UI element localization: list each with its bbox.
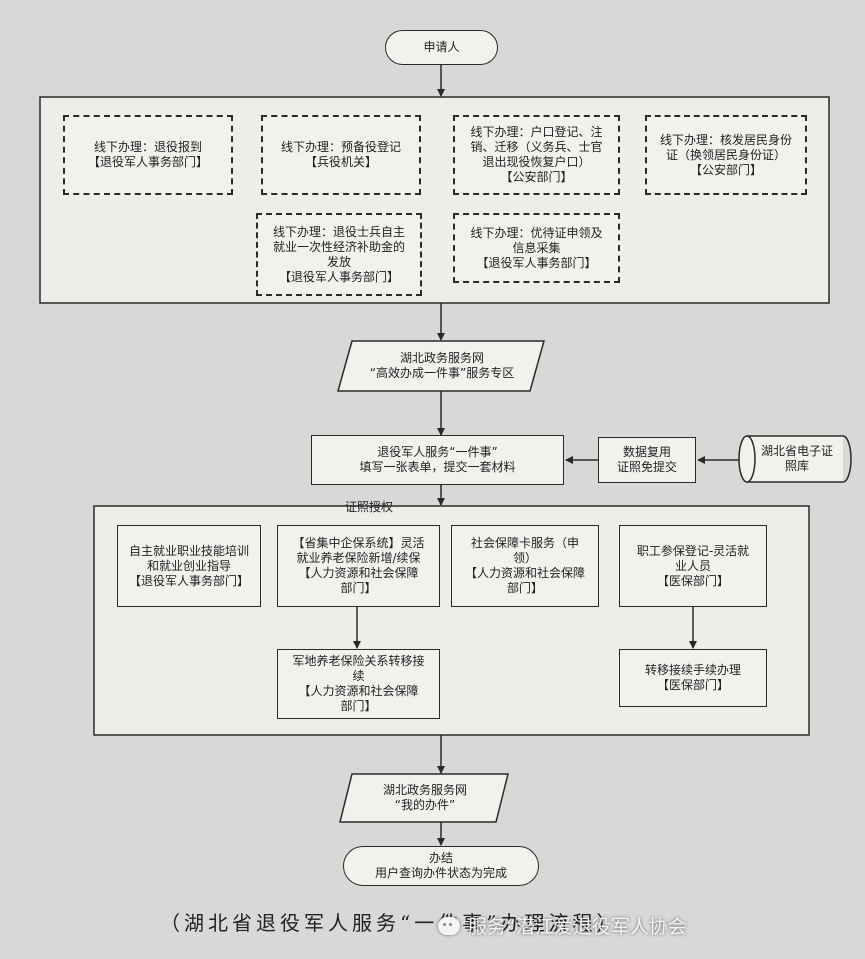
node-line: 【省集中企保系统】灵活: [292, 536, 425, 550]
node-line: 销、迁移（义务兵、士官: [470, 140, 603, 154]
node-line: 退役军人服务“一件事”: [377, 445, 498, 459]
node-line: 数据复用: [622, 445, 671, 459]
node-line: 线下办理：户口登记、注: [470, 125, 603, 139]
node-line: 办结: [428, 851, 453, 865]
edge-label-auth: 证照授权: [345, 500, 394, 514]
node-line: 部门】: [340, 699, 377, 713]
node-line: 【退役军人事务部门】: [476, 255, 597, 270]
node-pension-transfer: 军地养老保险关系转移接续【人力资源和社会保障部门】: [277, 649, 440, 719]
node-line: 填写一张表单，提交一套材料: [359, 460, 516, 474]
node-flexible-pension: 【省集中企保系统】灵活就业养老保险新增/续保【人力资源和社会保障部门】: [277, 525, 440, 607]
node-line: 【公安部门】: [689, 162, 762, 177]
watermark-text: 服务“潜江爱退役军人协会: [468, 916, 687, 938]
node-offline-subsidy: 线下办理：退役士兵自主就业一次性经济补助金的发放【退役军人事务部门】: [256, 213, 422, 296]
node-line: 线下办理：退役士兵自主: [272, 224, 405, 239]
wechat-watermark: 服务“潜江爱退役军人协会: [438, 912, 687, 939]
node-line: 领）: [512, 551, 537, 565]
node-line: 证照免提交: [616, 460, 677, 474]
node-line: 自主就业职业技能培训: [128, 543, 249, 558]
node-line: 部门】: [340, 581, 377, 595]
node-line: 部门】: [506, 581, 543, 595]
node-line: 信息采集: [512, 240, 561, 255]
portal-zone-shape: [337, 340, 545, 392]
node-line: 【退役军人事务部门】: [87, 155, 208, 169]
wechat-icon: [438, 916, 460, 935]
node-offline-preferential: 线下办理：优待证申领及信息采集【退役军人事务部门】: [453, 213, 620, 283]
node-training: 自主就业职业技能培训和就业创业指导【退役军人事务部门】: [117, 525, 261, 607]
cert-library-cylinder: [738, 435, 852, 483]
node-line: 军地养老保险关系转移接: [292, 654, 425, 668]
node-line: 线下办理：退役报到: [93, 140, 202, 154]
figure-caption: （湖北省退役军人服务“一件事”办理流程）: [160, 911, 621, 935]
node-line: 【人力资源和社会保障: [298, 566, 419, 580]
node-medical-ins: 职工参保登记-灵活就业人员【医保部门】: [619, 525, 767, 607]
node-line: 【公安部门】: [500, 170, 573, 184]
node-cert-library: 湖北省电子证照库: [752, 437, 842, 481]
node-offline-household: 线下办理：户口登记、注销、迁移（义务兵、士官退出现役恢复户口）【公安部门】: [453, 115, 620, 195]
node-line: 【人力资源和社会保障: [298, 684, 419, 698]
node-line: 发放: [326, 254, 351, 269]
node-line: 【医保部门】: [656, 678, 729, 692]
node-line: 职工参保登记-灵活就: [636, 543, 750, 558]
node-portal-zone: 湖北政务服务网“高效办成一件事”服务专区: [352, 345, 532, 387]
node-line: 线下办理：优待证申领及: [470, 225, 603, 240]
node-data-reuse: 数据复用证照免提交: [598, 437, 696, 483]
node-line: 退出现役恢复户口）: [482, 155, 591, 169]
node-ss-card: 社会保障卡服务（申领）【人力资源和社会保障部门】: [451, 525, 599, 607]
node-line: 就业养老保险新增/续保: [296, 551, 421, 565]
node-line: 就业一次性经济补助金的: [272, 239, 405, 254]
node-line: “高效办成一件事”服务专区: [369, 366, 515, 380]
node-line: 转移接续手续办理: [644, 663, 741, 677]
node-line: 湖北政务服务网: [382, 783, 467, 797]
node-line: 证（换领居民身份证）: [665, 147, 786, 162]
node-line: 和就业创业指导: [146, 558, 231, 573]
node-medical-transfer: 转移接续手续办理【医保部门】: [619, 649, 767, 707]
node-done: 办结用户查询办件状态为完成: [343, 846, 539, 886]
node-line: 线下办理：核发居民身份: [659, 132, 792, 147]
node-line: “我的办件”: [394, 798, 456, 812]
node-line: 【退役军人事务部门】: [278, 269, 399, 284]
my-cases-shape: [339, 773, 509, 823]
node-line: 【兵役机关】: [304, 155, 377, 169]
node-line: 用户查询办件状态为完成: [374, 866, 507, 880]
node-line: 线下办理：预备役登记: [280, 140, 401, 154]
node-offline-id: 线下办理：核发居民身份证（换领居民身份证）【公安部门】: [645, 115, 807, 195]
node-line: 续: [352, 669, 365, 683]
node-line: 业人员: [674, 558, 711, 573]
node-line: 湖北省电子证: [760, 444, 833, 458]
node-line: 【人力资源和社会保障: [464, 566, 585, 580]
node-line: 【医保部门】: [656, 573, 729, 588]
node-line: 照库: [784, 459, 809, 473]
node-offline-reserve: 线下办理：预备役登记【兵役机关】: [261, 115, 421, 195]
node-one-form: 退役军人服务“一件事”填写一张表单，提交一套材料: [311, 435, 564, 485]
node-applicant: 申请人: [385, 30, 498, 65]
node-line: 湖北政务服务网: [399, 351, 484, 365]
node-offline-report: 线下办理：退役报到【退役军人事务部门】: [63, 115, 233, 195]
node-my-cases: 湖北政务服务网“我的办件”: [352, 778, 498, 818]
node-line: 申请人: [423, 40, 460, 54]
node-line: 社会保障卡服务（申: [470, 536, 579, 550]
node-line: 【退役军人事务部门】: [128, 573, 249, 588]
